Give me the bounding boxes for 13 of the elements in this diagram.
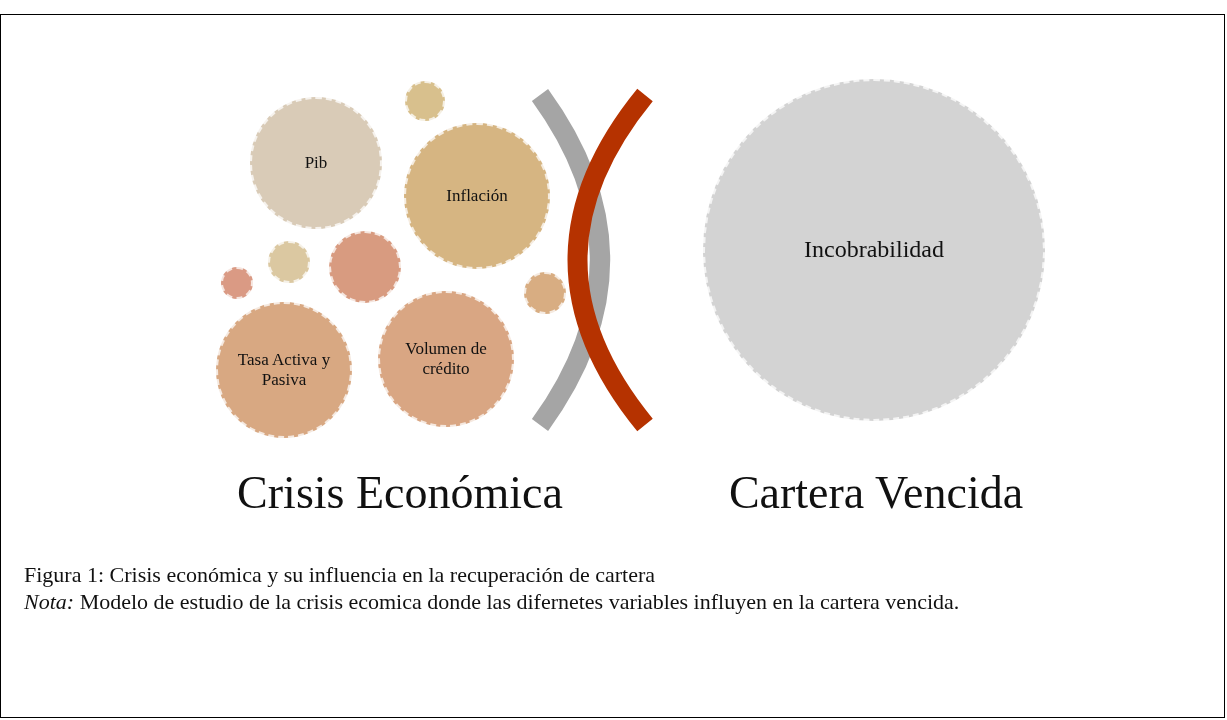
group-title: Crisis Económica xyxy=(237,466,563,519)
node-label: Volumen de crédito xyxy=(404,339,488,379)
node-label: Incobrabilidad xyxy=(803,236,945,264)
note-text: Nota: Modelo de estudio de la crisis ecomica donde las difernetes variables influyen en la cartera vencida. xyxy=(24,589,961,615)
node-label: Tasa Activa y Pasiva xyxy=(236,350,332,390)
circle-node xyxy=(405,81,445,121)
node-label: Inflación xyxy=(445,186,509,206)
figure-caption: Figura 1: Crisis económica y su influencia en la recuperación de cartera xyxy=(24,562,656,588)
circle-node xyxy=(221,267,253,299)
circle-node xyxy=(268,241,310,283)
node-label: Pib xyxy=(303,153,329,173)
group-title: Cartera Vencida xyxy=(728,466,1024,519)
circle-node xyxy=(524,272,566,314)
